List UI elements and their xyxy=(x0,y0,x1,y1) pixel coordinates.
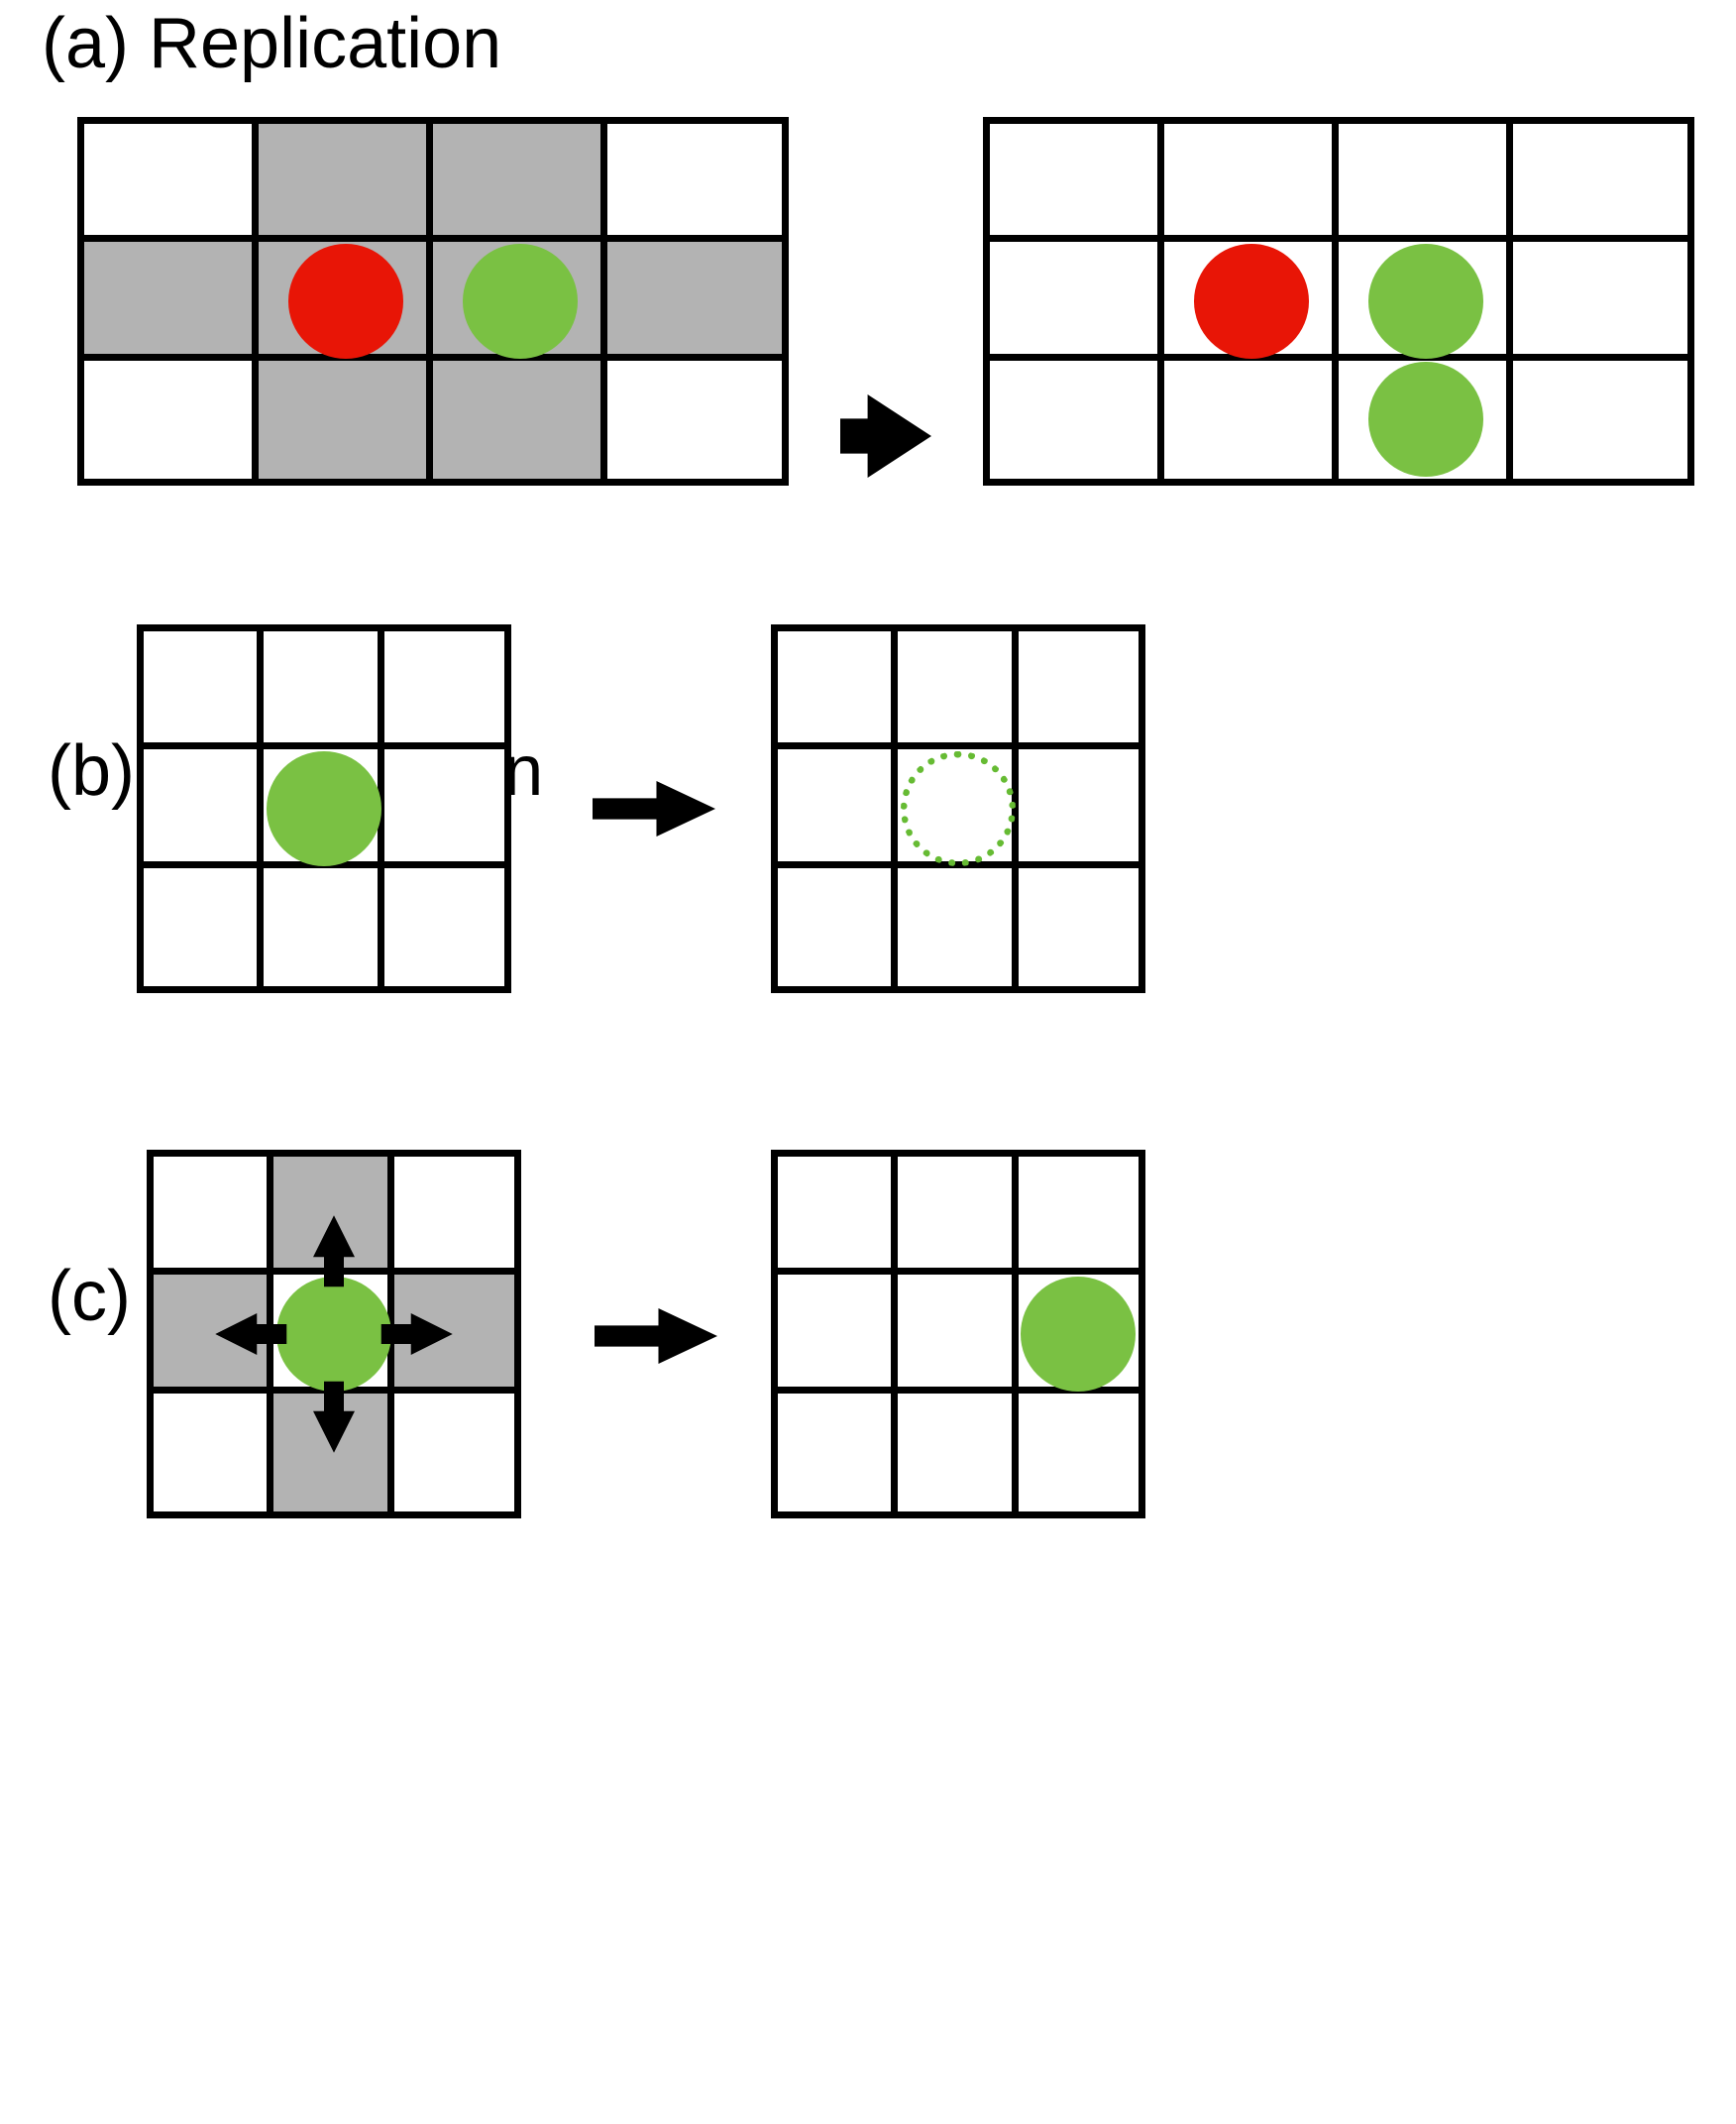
grid-cell xyxy=(1164,242,1339,361)
grid-cell xyxy=(1018,749,1139,868)
grid-cell xyxy=(898,749,1019,868)
grid-cell xyxy=(259,124,433,243)
grid-cell xyxy=(84,242,259,361)
panel-title-a: (a) Replication xyxy=(42,4,502,83)
grid-cell xyxy=(990,360,1164,479)
grid-cell xyxy=(1018,1157,1139,1276)
grid-cell xyxy=(990,242,1164,361)
grid-cell xyxy=(393,1393,514,1511)
grid-cell xyxy=(154,1157,274,1276)
grid-cell xyxy=(383,631,504,750)
grid-cell xyxy=(1018,1393,1139,1511)
grid-cell xyxy=(433,124,607,243)
grid-cell xyxy=(273,1157,394,1276)
replication-before-grid xyxy=(77,117,789,486)
grid-cell xyxy=(1018,1275,1139,1394)
grid-cell xyxy=(1018,867,1139,986)
grid-cell xyxy=(264,867,384,986)
grid-cell xyxy=(778,631,899,750)
grid-cell xyxy=(264,749,384,868)
grid-cell xyxy=(778,1275,899,1394)
grid-cell xyxy=(1339,360,1513,479)
grid-cell xyxy=(1164,124,1339,243)
diffusion-arrow xyxy=(595,1308,717,1364)
grid-cell xyxy=(990,124,1164,243)
grid-cell xyxy=(778,749,899,868)
grid-cell xyxy=(1018,631,1139,750)
grid-cell xyxy=(607,360,782,479)
grid-cell xyxy=(84,360,259,479)
degradation-before-grid xyxy=(137,624,511,993)
grid-cell xyxy=(778,1157,899,1276)
grid-cell xyxy=(264,631,384,750)
grid-cell xyxy=(898,867,1019,986)
grid-cell xyxy=(393,1275,514,1394)
grid-cell xyxy=(383,867,504,986)
grid-cell xyxy=(898,1157,1019,1276)
degradation-after-grid xyxy=(771,624,1145,993)
diffusion-before-grid xyxy=(147,1150,521,1518)
grid-cell xyxy=(898,631,1019,750)
grid-cell xyxy=(259,242,433,361)
grid-cell xyxy=(433,360,607,479)
replication-after-grid xyxy=(983,117,1694,486)
grid-cell xyxy=(154,1393,274,1511)
grid-cell xyxy=(1164,360,1339,479)
grid-cell xyxy=(1339,242,1513,361)
degradation-arrow xyxy=(593,781,715,837)
diffusion-after-grid xyxy=(771,1150,1145,1518)
grid-cell xyxy=(1513,242,1687,361)
grid-cell xyxy=(144,867,265,986)
grid-cell xyxy=(898,1275,1019,1394)
grid-cell xyxy=(383,749,504,868)
replication-arrow xyxy=(840,394,931,478)
grid-cell xyxy=(1513,124,1687,243)
grid-cell xyxy=(273,1275,394,1394)
grid-cell xyxy=(1339,124,1513,243)
grid-cell xyxy=(259,360,433,479)
grid-cell xyxy=(607,124,782,243)
grid-cell xyxy=(433,242,607,361)
grid-cell xyxy=(144,749,265,868)
grid-cell xyxy=(144,631,265,750)
grid-cell xyxy=(393,1157,514,1276)
grid-cell xyxy=(154,1275,274,1394)
grid-cell xyxy=(273,1393,394,1511)
grid-cell xyxy=(84,124,259,243)
grid-cell xyxy=(1513,360,1687,479)
grid-cell xyxy=(778,1393,899,1511)
grid-cell xyxy=(898,1393,1019,1511)
grid-cell xyxy=(607,242,782,361)
grid-cell xyxy=(778,867,899,986)
